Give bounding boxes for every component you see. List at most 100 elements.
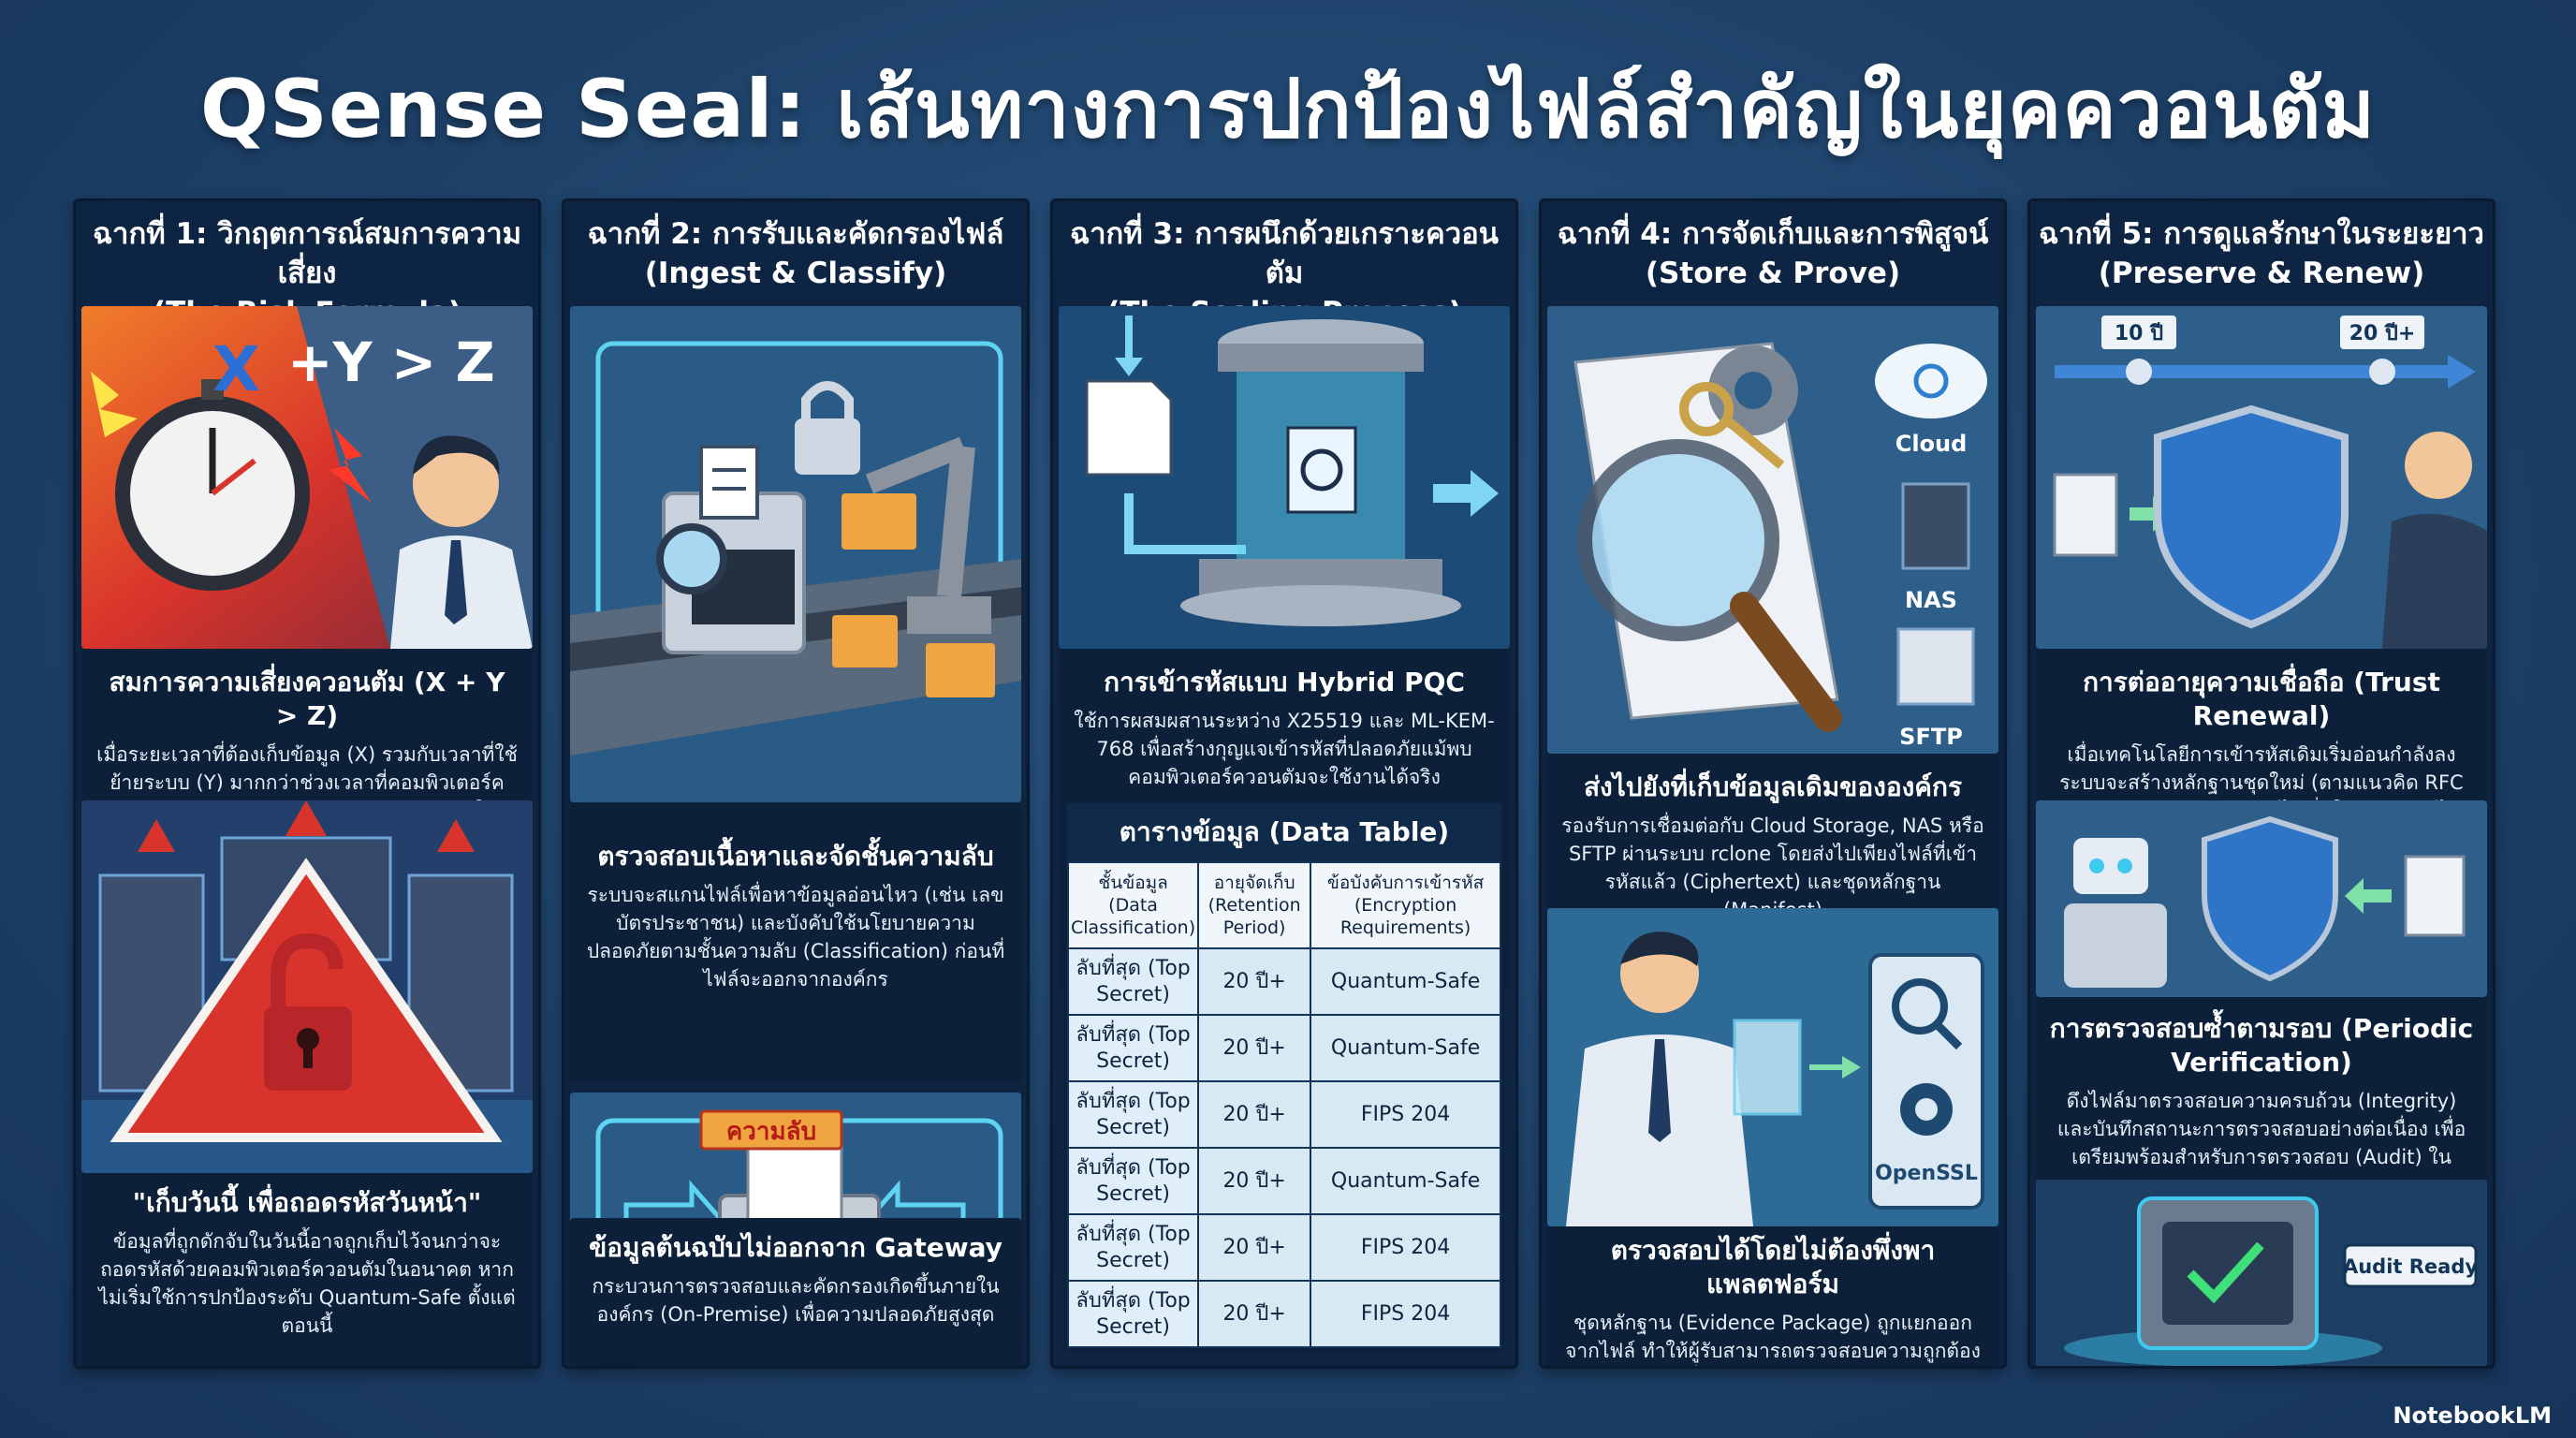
broken-padlock-icon [264,932,352,1091]
column-scene-2: ฉากที่ 2: การรับและคัดกรองไฟล์ (Ingest &… [562,198,1030,1369]
shield-icon [2154,404,2349,629]
panel-heading: สมการความเสี่ยงควอนตัม (X + Y > Z) [109,667,505,731]
timeline-arrow-icon [2055,355,2476,389]
column-header: ฉากที่ 2: การรับและคัดกรองไฟล์ (Ingest &… [564,201,1027,306]
table-header-retention: อายุจัดเก็บ (Retention Period) [1197,861,1312,949]
panel-heading: "เก็บวันนี้ เพื่อถอดรหัสวันหน้า" [132,1187,482,1218]
table-cell: 20 ปี+ [1197,1280,1312,1348]
panel-heading: ส่งไปยังที่เก็บข้อมูลเดิมขององค์กร [1583,771,1963,802]
person-icon [2382,432,2487,649]
formula-rest-label: +Y > Z [287,330,495,394]
column-title: ฉากที่ 1: วิกฤตการณ์สมการความเสี่ยง [92,217,522,290]
text-panel-prove: ตรวจสอบได้โดยไม่ต้องพึ่งพาแพลตฟอร์ม ชุดห… [1547,1226,1998,1366]
table-row: ลับที่สุด (Top Secret) 20 ปี+ Quantum-Sa… [1066,1014,1501,1082]
stopwatch-icon [91,372,310,591]
folder-icon [832,493,995,697]
server-warning-illustration [81,800,533,1173]
column-subtitle: (Ingest & Classify) [644,257,947,290]
secret-label: ความลับ [726,1118,816,1146]
table-row: ลับที่สุด (Top Secret) 20 ปี+ Quantum-Sa… [1066,1147,1501,1215]
column-scene-3: ฉากที่ 3: การผนึกด้วยเกราะควอนตัม (The S… [1050,198,1518,1369]
scanner-icon [656,492,806,654]
gear-icon [1900,1083,1953,1136]
warning-triangle-icon [110,858,503,1142]
page-title: QSense Seal: เส้นทางการปกป้องไฟล์สำคัญใน… [199,63,2377,156]
column-title: ฉากที่ 2: การรับและคัดกรองไฟล์ [587,217,1004,251]
table-cell: ลับที่สุด (Top Secret) [1066,1147,1200,1215]
classification-table: ชั้นข้อมูล (Data Classification) อายุจัด… [1066,861,1501,1348]
robot-icon [2064,838,2167,988]
table-header-row: ชั้นข้อมูล (Data Classification) อายุจัด… [1066,861,1501,949]
table-cell: 20 ปี+ [1197,1213,1312,1282]
column-scene-1: ฉากที่ 1: วิกฤตการณ์สมการความเสี่ยง (The… [73,198,541,1369]
nas-icon [1901,482,1970,570]
table-row: ลับที่สุด (Top Secret) 20 ปี+ FIPS 204 [1066,1213,1501,1282]
key-icon [1679,382,1785,469]
panel-heading: ตรวจสอบเนื้อหาและจัดชั้นความลับ [597,841,994,872]
nas-label: NAS [1905,587,1957,613]
openssl-label: OpenSSL [1875,1162,1978,1185]
table-cell: FIPS 204 [1310,1280,1501,1348]
magnifier-icon [1577,439,1842,732]
timeline-label-10: 10 ปี [2115,322,2163,345]
document-icon [2404,855,2466,937]
column-header: ฉากที่ 3: การผนึกด้วยเกราะควอนตัม (The S… [1053,201,1515,330]
panel-body: ข้อมูลที่ถูกดักจับในวันนี้อาจถูกเก็บไว้จ… [98,1230,516,1337]
sftp-server-icon [1896,627,1975,706]
table-header-encryption: ข้อบังคับการเข้ารหัส (Encryption Require… [1310,861,1501,949]
panel-heading: ตรวจสอบได้โดยไม่ต้องพึ่งพาแพลตฟอร์ม [1610,1235,1936,1299]
cloud-label: Cloud [1895,431,1968,457]
robot-verification-illustration [2036,800,2487,997]
document-icon [699,445,759,520]
table-cell: 20 ปี+ [1197,1014,1312,1082]
table-cell: ลับที่สุด (Top Secret) [1066,1280,1200,1348]
ingest-scanner-illustration [570,306,1021,802]
timeline-label-20: 20 ปี+ [2349,322,2416,345]
table-cell: FIPS 204 [1310,1213,1501,1282]
table-cell: ลับที่สุด (Top Secret) [1066,947,1200,1016]
table-cell: Quantum-Safe [1310,947,1501,1016]
table-cell: 20 ปี+ [1197,947,1312,1016]
verification-illustration: OpenSSL [1547,908,1998,1226]
column-title: ฉากที่ 4: การจัดเก็บและการพิสูจน์ [1557,217,1989,251]
evidence-document-icon [1733,1019,1802,1116]
storage-illustration: Cloud NAS SFTP [1547,306,1998,754]
formula-x-label: X [212,333,260,405]
vault-icon [2137,1196,2319,1350]
padlock-icon [795,381,860,475]
cloud-icon [1875,344,1987,418]
column-title: ฉากที่ 5: การดูแลรักษาในระยะยาว [2039,217,2484,251]
table-cell: Quantum-Safe [1310,1147,1501,1215]
panel-body: กระบวนการตรวจสอบและคัดกรองเกิดขึ้นภายในอ… [592,1275,1000,1326]
data-table: ตารางข้อมูล (Data Table) ชั้นข้อมูล (Dat… [1064,800,1504,1351]
text-panel-classify: ตรวจสอบเนื้อหาและจัดชั้นความลับ ระบบจะสแ… [570,802,1021,1083]
column-header: ฉากที่ 4: การจัดเก็บและการพิสูจน์ (Store… [1542,201,2004,306]
table-cell: ลับที่สุด (Top Secret) [1066,1014,1200,1082]
panel-body: ชุดหลักฐาน (Evidence Package) ถูกแยกออกจ… [1565,1312,1981,1362]
robot-arm-icon [865,436,991,634]
person-icon [1566,932,1753,1226]
table-cell: ลับที่สุด (Top Secret) [1066,1080,1200,1149]
shield-icon [2202,815,2338,982]
audit-vault-illustration: Audit Ready [2036,1180,2487,1366]
table-header-classification: ชั้นข้อมูล (Data Classification) [1066,861,1200,949]
panel-heading: การตรวจสอบซ้ำตามรอบ (Periodic Verificati… [2049,1013,2474,1078]
sealing-chamber-illustration [1059,306,1510,649]
notebooklm-brand: NotebookLM [2393,1402,2552,1429]
search-icon [1892,978,1963,1050]
arrow-right-icon [1809,1056,1861,1078]
table-row: ลับที่สุด (Top Secret) 20 ปี+ FIPS 204 [1066,1080,1501,1149]
column-subtitle: (Preserve & Renew) [2098,257,2425,290]
text-panel-periodic: การตรวจสอบซ้ำตามรอบ (Periodic Verificati… [2036,997,2487,1180]
document-icon [2053,473,2118,557]
worried-person-icon [390,435,533,649]
risk-formula-illustration: X +Y > Z [81,306,533,649]
alert-icon [138,800,475,852]
panel-body: ระบบจะสแกนไฟล์เพื่อหาข้อมูลอ่อนไหว (เช่น… [586,884,1005,990]
table-cell: FIPS 204 [1310,1080,1501,1149]
document-icon [1085,379,1173,477]
trust-renewal-illustration: 10 ปี 20 ปี+ [2036,306,2487,649]
panel-body: ใช้การผสมผสานระหว่าง X25519 และ ML-KEM-7… [1074,710,1495,788]
column-header: ฉากที่ 5: การดูแลรักษาในระยะยาว (Preserv… [2030,201,2493,306]
column-scene-4: ฉากที่ 4: การจัดเก็บและการพิสูจน์ (Store… [1539,198,2007,1369]
